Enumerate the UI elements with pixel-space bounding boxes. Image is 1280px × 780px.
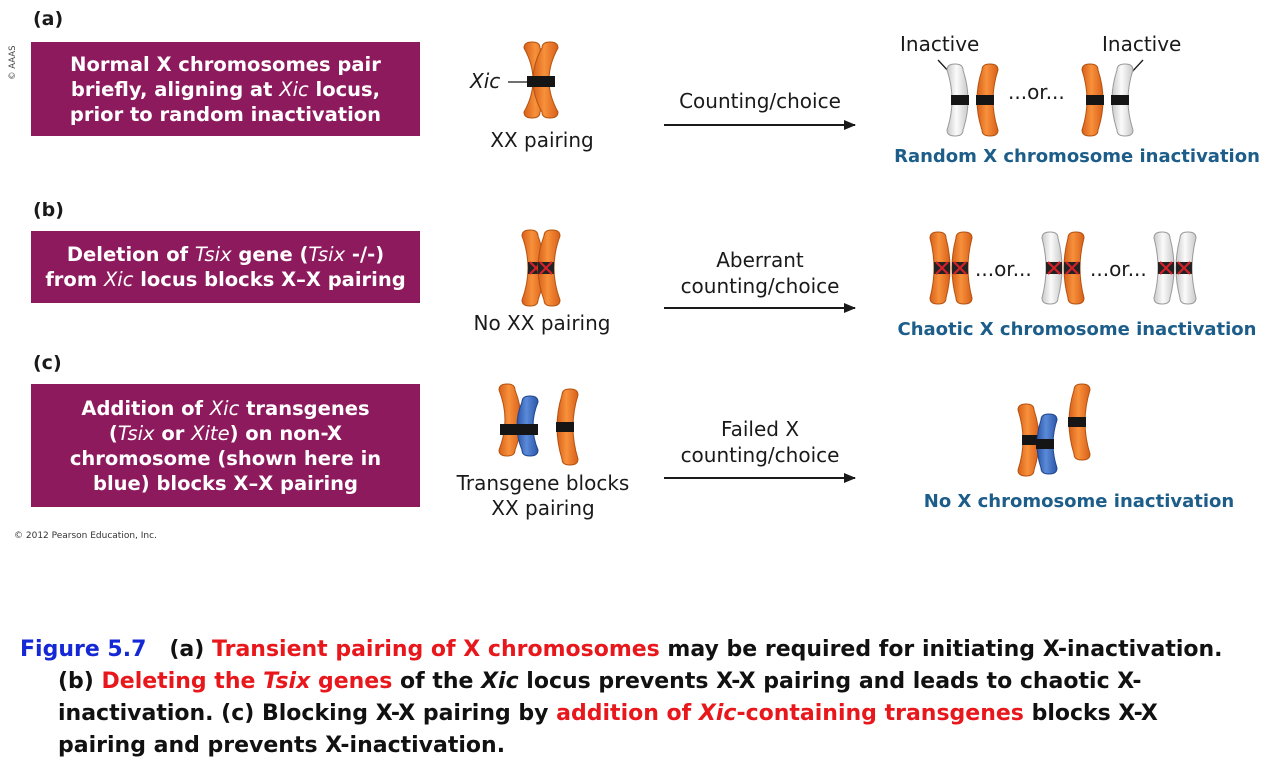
arrow-label-b-line1: Aberrant [716,248,804,272]
caption-line4: pairing and prevents X-inactivation. [58,733,506,758]
caption-b-tsix: Tsix [263,669,311,694]
chromosome-b-res4-deletion-mark [1065,261,1079,275]
arrow-label-b: Aberrant counting/choice [664,247,856,299]
box-c-part: transgenes [239,396,370,420]
chromosome-a-res1-inactive-xic-band [951,95,969,105]
box-c-part: chromosome (shown here in [69,446,382,470]
caption-b-rest: of the [392,669,482,694]
result-label-b: Chaotic X chromosome inactivation [897,319,1257,340]
box-a-line3: prior to random inactivation [69,102,382,126]
pearson-credit: © 2012 Pearson Education, Inc. [14,531,157,541]
caption-c-xic: Xic [698,701,737,726]
box-c-tsix: Tsix [117,421,155,445]
box-c-part: Addition of [81,396,210,420]
chromosome-b-res6-inactive-deletion-mark [1177,261,1191,275]
description-box-a: Normal X chromosomes pair briefly, align… [31,42,420,136]
chromosome-a-res4-inactive-xic-band [1111,95,1129,105]
caption-a-highlight: Transient pairing of X chromosomes [212,637,660,662]
chromosome-b-res1-deletion-mark [935,261,949,275]
figure-caption: Figure 5.7 (a) Transient pairing of X ch… [20,634,1265,762]
box-a-line2-start: briefly, aligning at [70,77,280,101]
result-label-c: No X chromosome inactivation [923,491,1235,512]
box-b-part: gene ( [231,243,309,266]
caption-line3-start: inactivation. (c) Blocking X-X pairing b… [58,701,557,726]
chromosomes-group [498,41,1197,477]
arrow-label-c-line1: Failed X [720,417,800,441]
result-label-a: Random X chromosome inactivation [894,146,1260,167]
box-c-xic: Xic [209,396,240,420]
chromosome-c-x-right-xic-band [556,422,574,432]
arrow-label-c: Failed X counting/choice [664,416,856,468]
box-c-xite: Xite [191,421,230,445]
caption-line3-end: blocks X-X [1023,701,1158,726]
caption-b-highlight-end: genes [310,669,393,694]
box-c-part: ) on non-X [229,421,343,445]
box-a-line1: Normal X chromosomes pair [70,52,381,76]
caption-b-label: (b) [58,669,102,694]
caption-a-rest: may be required for initiating X-inactiv… [659,637,1223,662]
chromosome-c-res3-xic-band [1068,417,1086,427]
caption-b-highlight: Deleting the [101,669,264,694]
or-label-b2: ...or... [1090,257,1147,281]
chromosome-c-x-left [498,383,522,457]
box-c-part: or [154,421,192,445]
panel-letter-c: (c) [33,352,62,374]
inactive-label-right: Inactive [1102,32,1182,56]
box-a-xic: Xic [279,77,309,101]
description-box-c: Addition of Xic transgenes (Tsix or Xite… [31,384,420,507]
panel-letter-b: (b) [33,199,64,221]
box-b-part: from [45,268,104,291]
xic-locus-band [527,76,555,87]
arrow-label-b-line2: counting/choice [680,274,840,298]
figure-number: Figure 5.7 [20,637,147,662]
box-b-part: locus blocks X–X pairing [133,268,406,291]
inactive-label-left: Inactive [900,32,980,56]
xic-label: Xic [470,69,501,93]
chromosome-b-res2-deletion-mark [953,261,967,275]
caption-b-xic: Xic [481,669,519,694]
pairing-caption-a: XX pairing [490,128,594,152]
box-c-part: ( [108,421,118,445]
pairing-caption-b: No XX pairing [473,311,611,335]
box-b-part: Deletion of [66,243,195,266]
chromosome-c-res2-blue-xic-band [1036,439,1054,449]
transgene-xic-band [500,424,538,435]
arrow-label-c-line2: counting/choice [680,443,840,467]
arrow-label-a: Counting/choice [679,89,841,113]
description-box-b: Deletion of Tsix gene (Tsix -/-) from Xi… [31,231,420,303]
box-a-line2-end: locus, [308,77,381,101]
box-b-xic: Xic [103,268,134,291]
panel-letter-a: (a) [33,8,64,30]
chromosome-b-res3-inactive-deletion-mark [1047,261,1061,275]
chromosome-b-res5-inactive-deletion-mark [1159,261,1173,275]
chromosome-a-res3-xic-band [1086,95,1104,105]
box-c-part: blue) blocks X–X pairing [93,471,358,495]
pairing-caption-c: Transgene blocks XX pairing [446,471,640,521]
caption-a-label: (a) [169,637,212,662]
box-b-part: -/-) [345,243,385,266]
aaas-credit: © AAAS [8,45,18,80]
caption-b-rest-end: locus prevents X-X pairing and leads to … [518,669,1142,694]
caption-c-highlight-end: -containing transgenes [736,701,1024,726]
caption-c-highlight: addition of [556,701,699,726]
pairing-caption-c-line2: XX pairing [491,496,595,520]
chromosome-c-res1-xic-band [1022,435,1040,445]
chromosome-b-pair-right-deletion-mark [539,261,553,275]
box-b-tsix: Tsix [308,243,346,266]
pairing-caption-c-line1: Transgene blocks [456,471,630,495]
chromosome-a-res2-xic-band [976,95,994,105]
or-label-b1: ...or... [975,257,1032,281]
box-b-tsix: Tsix [194,243,232,266]
or-label-a: ...or... [1008,80,1065,104]
